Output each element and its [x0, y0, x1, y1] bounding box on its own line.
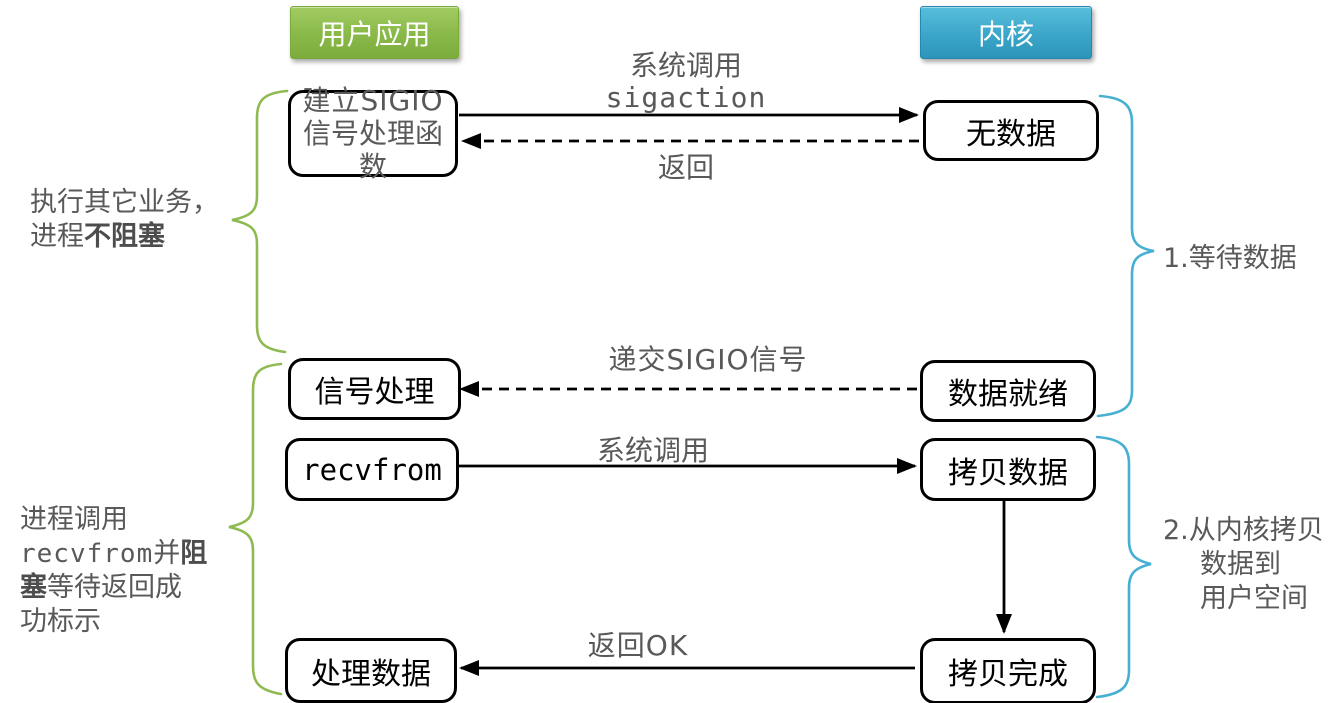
brace-nonblocking: [231, 89, 289, 354]
box-process-data: 处理数据: [285, 638, 457, 703]
box-signal-handler: 信号处理: [288, 358, 461, 420]
box-setup-sigio-handler: 建立SIGIO 信号处理函 数: [288, 84, 458, 183]
brace-blocking: [228, 362, 283, 696]
label-deliver-sigio: 递交SIGIO信号: [608, 343, 808, 376]
box-copy-done: 拷贝完成: [920, 638, 1096, 703]
header-user-application: 用户应用: [290, 6, 459, 59]
box-data-ready: 数据就绪: [920, 360, 1096, 422]
label-return: 返回: [657, 151, 714, 184]
brace-copy-data: [1095, 435, 1152, 699]
note-copy-kernel: 2.从内核拷贝数据到用户空间: [1163, 515, 1324, 614]
label-syscall-sigaction: sigaction: [605, 81, 767, 114]
box-recvfrom: recvfrom: [285, 438, 459, 501]
box-no-data: 无数据: [923, 100, 1099, 161]
note-wait-data: 1.等待数据: [1163, 243, 1297, 274]
box-copy-data: 拷贝数据: [920, 438, 1096, 501]
label-return-ok: 返回OK: [587, 629, 689, 662]
header-kernel: 内核: [920, 6, 1092, 59]
box-setup-sigio-label: 建立SIGIO 信号处理函 数: [302, 84, 444, 183]
label-syscall2: 系统调用: [596, 434, 709, 467]
brace-wait-data: [1096, 94, 1155, 418]
note-nonblocking: 执行其它业务，进程不阻塞: [30, 187, 219, 252]
label-syscall-line1: 系统调用: [629, 49, 742, 82]
